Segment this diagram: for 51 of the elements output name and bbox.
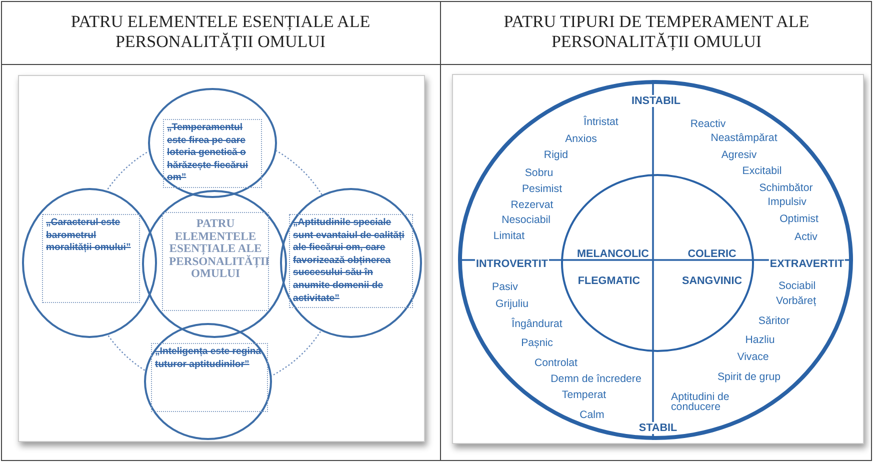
axis-label: EXTRAVERTIT [768, 258, 846, 270]
trait-label: Pasiv [492, 281, 518, 293]
trait-label: Demn de încredere [550, 373, 642, 385]
quote-text: „Temperamentul este firea pe care loteria genetică o hărăzește fiecărui om” [163, 119, 262, 188]
trait-label: Sociabil [778, 280, 816, 292]
temperament-name: SANGVINIC [682, 275, 742, 287]
trait-label: Optimist [780, 213, 818, 225]
trait-label: Schimbător [759, 182, 813, 194]
quote-text: „Caracterul este barometrul moralității omului” [42, 214, 140, 303]
trait-label: Excitabil [742, 165, 782, 177]
trait-label: Rigid [544, 149, 568, 161]
temperament-name: FLEGMATIC [578, 275, 640, 287]
trait-label: Vivace [737, 351, 769, 363]
trait-label: Spirit de grup [718, 371, 780, 383]
trait-label: Hazliu [745, 334, 775, 346]
trait-label: Activ [794, 231, 818, 243]
trait-label: Sobru [524, 167, 554, 179]
trait-label: Impulsiv [768, 196, 806, 208]
trait-label: Reactiv [690, 118, 726, 130]
quote-text: „Inteligența este regina tuturor aptitudinilor” [151, 343, 268, 412]
column-header: PATRU TIPURI DE TEMPERAMENT ALE PERSONALITĂȚII OMULUI [502, 12, 810, 52]
trait-label: Anxios [565, 133, 597, 145]
element-circle [148, 88, 277, 198]
trait-label: Aptitudini de conducere [671, 392, 730, 412]
column-header: PATRU ELEMENTELE ESENȚIALE ALE PERSONALITĂȚII OMULUI [70, 12, 372, 52]
trait-label: Îngândurat [512, 318, 562, 330]
trait-label: Neastâmpărat [710, 132, 778, 144]
trait-label: Pesimist [522, 183, 562, 195]
trait-label: Nesociabil [502, 214, 550, 226]
temperament-name: MELANCOLIC [577, 248, 649, 260]
trait-label: Temperat [562, 389, 606, 401]
temperament-name: COLERIC [688, 248, 736, 260]
quote-text: „Aptitudinile speciale sunt evantaiul de calități ale fiecărui om, care favorizează obținerea succesului său în anumite domenii de activitate” [289, 214, 413, 308]
element-circle [144, 323, 272, 440]
element-circle [22, 188, 157, 338]
trait-label: Săritor [758, 315, 790, 327]
center-circle [142, 190, 287, 338]
trait-label: Rezervat [510, 199, 554, 211]
axis-label: STABIL [638, 422, 678, 434]
element-circle [280, 188, 422, 338]
trait-label: Controlat [534, 357, 578, 369]
axis-label: INTROVERTIT [475, 258, 549, 270]
trait-label: Grijuliu [496, 298, 528, 310]
trait-label: Întristat [584, 116, 618, 128]
trait-label: Limitat [493, 230, 525, 242]
axis-label: INSTABIL [630, 95, 682, 107]
trait-label: Agresiv [721, 149, 757, 161]
trait-label: Vorbăreț [776, 295, 816, 307]
trait-label: Calm [580, 409, 604, 421]
center-title: PATRU ELEMENTELE ESENȚIALE ALE PERSONALITĂȚII OMULUI [162, 212, 269, 311]
trait-label: Pașnic [521, 337, 553, 349]
